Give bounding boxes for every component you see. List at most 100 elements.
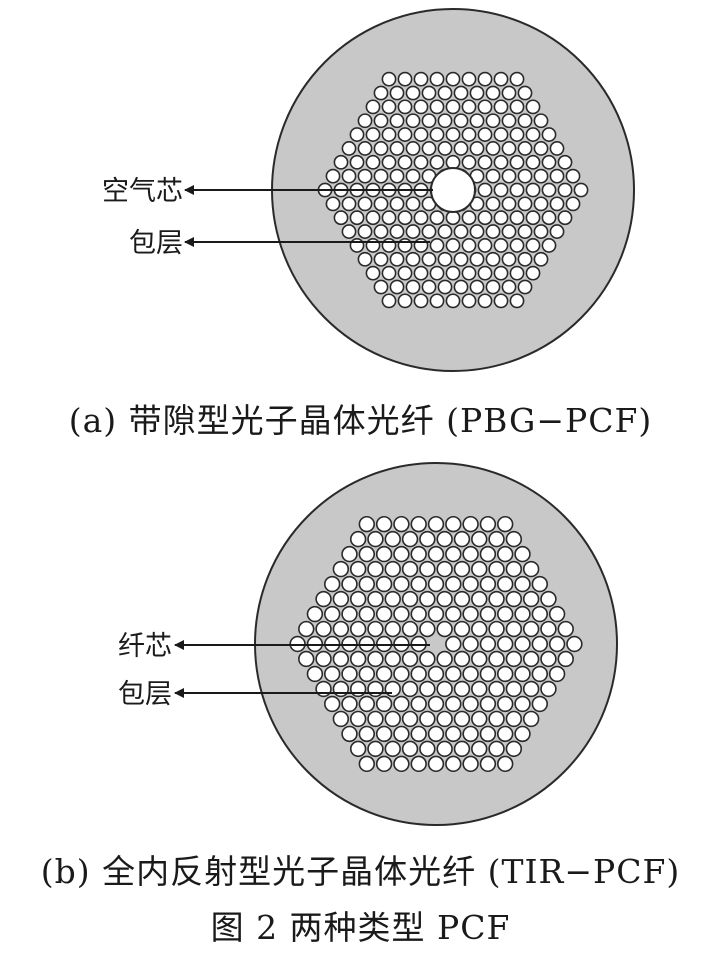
air-hole [548, 665, 566, 683]
air-hole [349, 154, 365, 170]
air-hole [358, 755, 375, 773]
air-hole [522, 560, 540, 578]
air-hole [517, 85, 533, 101]
air-hole [358, 725, 375, 743]
air-hole [365, 154, 381, 170]
air-hole [573, 182, 589, 198]
air-hole [405, 85, 421, 101]
air-hole [509, 154, 525, 170]
air-hole [349, 650, 367, 668]
air-hole [525, 127, 541, 142]
air-hole [497, 665, 514, 683]
air-hole [469, 224, 485, 239]
air-hole [488, 650, 505, 668]
air-hole [479, 725, 497, 743]
air-hole [436, 740, 453, 758]
air-hole [315, 650, 332, 668]
air-hole [565, 168, 581, 184]
air-hole [393, 665, 410, 683]
air-hole [341, 725, 358, 743]
air-hole [397, 265, 413, 281]
air-hole [485, 279, 501, 295]
air-hole [410, 605, 427, 623]
air-hole [549, 168, 565, 184]
air-hole [540, 590, 557, 608]
air-hole [375, 725, 393, 743]
air-hole [384, 590, 401, 608]
air-hole [384, 650, 401, 668]
air-hole [462, 695, 479, 713]
air-hole [514, 725, 531, 743]
air-hole [493, 154, 509, 170]
air-hole [445, 515, 462, 533]
air-hole [462, 545, 479, 563]
air-hole [453, 279, 469, 295]
air-hole [401, 710, 419, 728]
air-hole [549, 196, 565, 212]
air-hole [333, 210, 349, 226]
air-hole [514, 545, 531, 563]
air-hole [469, 85, 485, 101]
air-hole [445, 755, 462, 773]
air-hole [389, 168, 405, 184]
air-hole [405, 224, 421, 239]
air-hole [509, 182, 525, 198]
air-hole [509, 127, 525, 142]
air-hole [393, 545, 410, 563]
air-hole [419, 680, 436, 698]
air-hole [325, 168, 341, 184]
air-hole [437, 85, 453, 101]
air-hole [419, 620, 436, 638]
air-hole [413, 265, 429, 281]
air-hole [505, 620, 523, 638]
air-hole [548, 635, 566, 653]
air-hole [341, 665, 358, 683]
air-hole [477, 71, 493, 87]
air-hole [453, 85, 469, 101]
air-hole [421, 279, 437, 295]
air-hole [419, 560, 436, 578]
air-hole [375, 605, 393, 623]
air-hole [429, 210, 445, 226]
air-hole [341, 224, 357, 239]
air-hole [332, 590, 350, 608]
air-hole [488, 530, 505, 548]
air-hole [501, 141, 517, 156]
air-hole [389, 224, 405, 239]
air-hole [325, 196, 341, 212]
air-hole [315, 680, 332, 698]
air-hole [453, 224, 469, 239]
air-hole [401, 530, 419, 548]
air-hole [324, 605, 341, 623]
air-hole [349, 210, 365, 226]
air-hole [375, 695, 393, 713]
air-hole [453, 740, 471, 758]
air-hole [341, 695, 358, 713]
air-hole [471, 590, 488, 608]
air-hole [358, 575, 375, 593]
air-hole [419, 590, 436, 608]
air-hole [497, 635, 514, 653]
air-hole [469, 141, 485, 156]
air-hole [525, 182, 541, 198]
air-hole [389, 85, 405, 101]
air-hole [421, 251, 437, 267]
air-hole [421, 113, 437, 129]
air-hole [445, 99, 461, 115]
air-hole [445, 695, 462, 713]
air-hole [341, 196, 357, 212]
air-hole [413, 127, 429, 142]
air-hole [429, 127, 445, 142]
air-hole [509, 99, 525, 115]
air-hole [373, 141, 389, 156]
air-hole [525, 154, 541, 170]
air-hole [522, 650, 540, 668]
air-hole [389, 141, 405, 156]
air-hole [477, 154, 493, 170]
air-hole [332, 620, 350, 638]
air-hole [393, 605, 410, 623]
air-hole [419, 650, 436, 668]
air-hole [367, 710, 384, 728]
air-hole [514, 635, 531, 653]
